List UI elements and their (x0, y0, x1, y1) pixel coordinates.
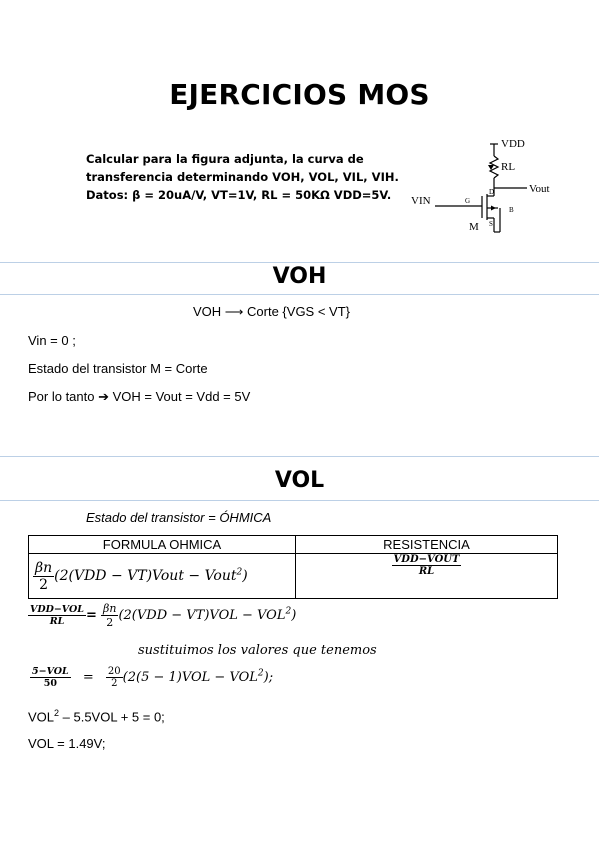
table-header-formula: FORMULA OHMICA (28, 535, 296, 554)
substitution-note: sustituimos los valores que tenemos (138, 643, 377, 658)
ohmic-formula-table: FORMULA OHMICA RESISTENCIA βn 2 (2(VDD −… (28, 535, 558, 599)
intro-line-1: Calcular para la figura adjunta, la curv… (86, 152, 364, 166)
voh-line-3: Por lo tanto ➔ VOH = Vout = Vdd = 5V (28, 389, 251, 404)
table-cell-formula: βn 2 (2(VDD − VT)Vout − Vout2) (28, 553, 296, 599)
section-heading-vol: VOL (274, 468, 325, 493)
equation-2: 5−VOL 50 = 20 2 (2(5 − 1)VOL − VOL2); (30, 666, 274, 689)
page-title: EJERCICIOS MOS (169, 78, 430, 111)
nmos-inverter-circuit: VDD RL Vout VIN G D B S M (411, 138, 550, 233)
load-resistor (488, 155, 500, 179)
label-drain: D (489, 188, 494, 196)
formula-fraction: βn 2 (33, 559, 55, 593)
table-header-resistance: RESISTENCIA (295, 535, 558, 554)
label-rl: RL (501, 161, 515, 173)
divider (0, 294, 599, 295)
intro-line-2: transferencia determinando VOH, VOL, VIL… (86, 170, 399, 184)
label-source: S (489, 220, 493, 228)
problem-statement: Calcular para la figura adjunta, la curv… (86, 150, 406, 204)
voh-condition: VOH ⟶ Corte {VGS < VT} (193, 304, 350, 319)
section-heading-voh: VOH (272, 264, 327, 289)
voh-line-1: Vin = 0 ; (28, 333, 76, 348)
vol-state: Estado del transistor = ÓHMICA (86, 510, 272, 525)
body-arrow-icon (491, 205, 496, 211)
label-transistor: M (469, 221, 479, 233)
formula-body: (2(VDD − VT)Vout − Vout (54, 568, 237, 584)
equation-1: VDD−VOL RL = βn 2 (2(VDD − VT)VOL − VOL2… (28, 602, 297, 629)
current-arrow-icon (488, 165, 494, 170)
label-body: B (509, 206, 514, 214)
label-gate: G (465, 197, 470, 205)
label-vout: Vout (529, 183, 550, 195)
vol-result: VOL = 1.49V; (28, 736, 106, 751)
resistance-fraction: VDD−VOUT RL (391, 554, 462, 577)
divider (0, 262, 599, 263)
table-cell-resistance: VDD−VOUT RL (295, 553, 558, 599)
divider (0, 456, 599, 457)
label-vdd: VDD (501, 138, 525, 150)
intro-line-3: Datos: β = 20uA/V, VT=1V, RL = 50KΩ VDD=… (86, 188, 392, 202)
label-vin: VIN (411, 195, 431, 207)
divider (0, 500, 599, 501)
quadratic-equation: VOL2 – 5.5VOL + 5 = 0; (28, 708, 165, 725)
voh-line-2: Estado del transistor M = Corte (28, 361, 208, 376)
